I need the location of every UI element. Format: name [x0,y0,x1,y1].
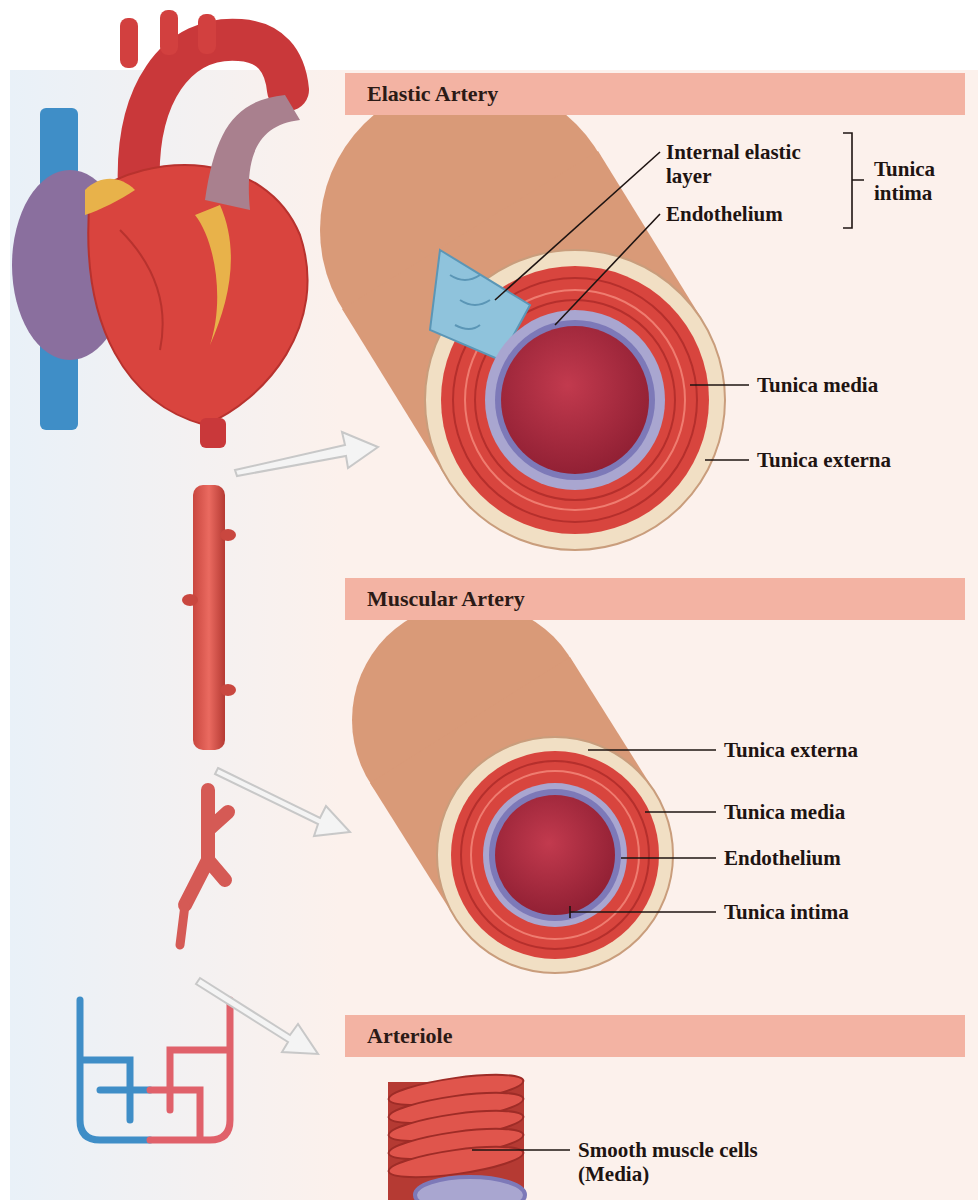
arch-branch [120,18,138,68]
section-band: Elastic Artery [345,73,965,115]
endothelium-ring [495,320,655,480]
part-label: Internal elastic layer [666,140,844,188]
leader-line [645,811,716,813]
leader-lines [570,750,716,918]
elastic-fibres [450,275,490,329]
media-layer-line [471,771,639,939]
leader-line [472,1149,570,1151]
branch-stub [182,594,198,606]
ventricles [88,165,307,425]
part-label: Tunica media [757,373,878,397]
leader-line [690,384,749,386]
lumen [495,795,615,915]
leader-line [588,749,716,751]
leader-line [570,906,716,918]
section-band: Muscular Artery [345,578,965,620]
vessel-sequence [80,485,236,1140]
leader-line [705,459,749,461]
part-label: Tunica externa [757,448,891,472]
tunica-intima-ring [483,783,627,927]
panel-fade [10,70,340,1200]
heart-drawing [12,10,308,448]
section-title: Muscular Artery [367,586,525,612]
small-artery [180,905,185,945]
media-layer-line [461,761,649,949]
coronary-fat [195,205,231,345]
branch-stub [220,684,236,696]
tunica-externa-ring [437,737,673,973]
artery-segment [193,485,225,750]
leader-line [555,214,660,325]
bracket [843,133,864,228]
coronary-fat [85,179,135,215]
section-title: Arteriole [367,1023,453,1049]
elastic-artery-drawing [320,80,864,550]
arteriole-lumen [415,1177,525,1200]
tunica-media-ring [451,751,659,959]
arch-branch [160,10,178,55]
branch-stub [220,529,236,541]
capillary-bed-venous [80,1000,150,1140]
descending-aorta [200,418,226,448]
part-label: Tunica intima [874,157,970,205]
section-band: Arteriole [345,1015,965,1057]
part-label: Tunica externa [724,738,858,762]
panel-ground [10,70,978,1200]
smooth-muscle-bands [387,1069,525,1184]
part-label: Smooth muscle cells (Media) [578,1138,810,1186]
leader-line [621,857,716,859]
part-label: Tunica media [724,800,845,824]
leader-line [495,152,660,300]
pointer-arrow [196,978,318,1054]
muscular-artery-drawing [352,602,716,973]
heart-groove [120,230,163,350]
endothelium-ring [489,789,621,921]
small-artery [185,790,228,905]
arteriole-drawing [387,1069,570,1200]
arch-branch [198,14,216,54]
part-label: Endothelium [666,202,783,226]
capillary-bed-arterial [150,1000,230,1140]
pulmonary-trunk [205,95,300,210]
tunica-externa-ring [425,250,725,550]
pointer-arrow [215,768,350,836]
pointer-arrows [196,432,378,1054]
part-label: Tunica intima [724,900,849,924]
part-label: Endothelium [724,846,841,870]
pointer-arrow [235,432,378,476]
leader-lines [495,133,864,460]
section-title: Elastic Artery [367,81,498,107]
tunica-intima-ring [485,310,665,490]
lumen [501,326,649,474]
